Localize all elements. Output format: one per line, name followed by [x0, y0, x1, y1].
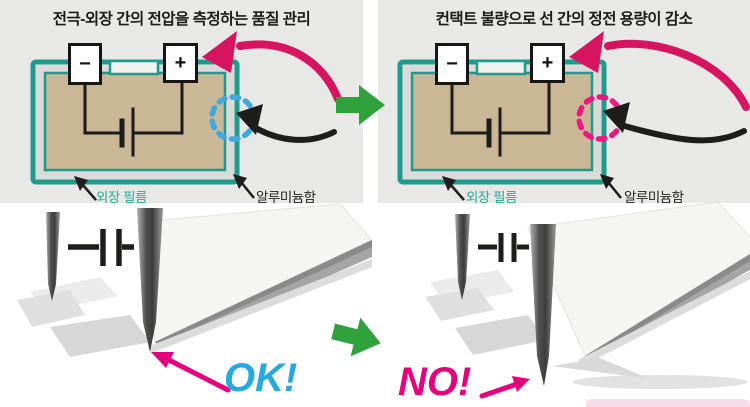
ok-pointer-arrow	[151, 352, 231, 393]
minus-symbol: −	[446, 52, 458, 75]
no-pointer-arrow	[479, 376, 530, 399]
transition-arrow-top-icon	[336, 85, 385, 125]
voltage-arrow-crimson	[569, 31, 750, 111]
pouch-seal-edge-dark	[155, 240, 372, 345]
aluminum-case-label: 알루미늄함	[256, 190, 316, 205]
film-sheet	[425, 288, 494, 321]
pouch-seal-edge-dark	[585, 254, 750, 359]
internal-circuit	[83, 81, 184, 157]
film-sheet	[455, 315, 546, 355]
exterior-film-label: 외장 필름	[96, 190, 147, 205]
pouch-photo-left	[17, 203, 373, 393]
film-sheet	[50, 315, 150, 357]
aluminum-case	[410, 71, 594, 172]
corner-pink-tab	[586, 399, 750, 407]
pouch-photo-right	[425, 201, 750, 399]
capacitor-symbol	[68, 229, 134, 266]
electrode-tab-plus: +	[163, 43, 198, 83]
no-label: NO!	[398, 360, 472, 404]
aluminum-case	[43, 71, 227, 172]
pouch-shadow	[572, 375, 748, 389]
battery-diagram-right	[397, 31, 750, 201]
lifted-corner-gap	[552, 358, 650, 379]
ok-label: OK!	[224, 356, 298, 400]
voltage-arrow-crimson	[202, 31, 342, 103]
film-label-pointer-arrow	[74, 176, 97, 201]
film-sheet	[17, 290, 85, 327]
capacitor-symbol	[478, 233, 529, 262]
transition-arrow-bottom-icon	[331, 317, 381, 357]
seal-slot	[475, 59, 527, 76]
plus-symbol: +	[541, 51, 554, 74]
film-label-pointer-arrow	[442, 176, 465, 201]
seal-slot	[108, 59, 160, 76]
pouch-bottom-sheet	[147, 259, 372, 353]
wire-arrow-black	[603, 102, 747, 144]
aluminum-case-label: 알루미늄함	[624, 190, 684, 205]
panel-title-left: 전극-외장 간의 전압을 측정하는 품질 관리	[52, 11, 311, 28]
internal-circuit	[450, 81, 551, 157]
case-label-pointer-arrow	[233, 174, 255, 199]
probe-needle-left	[455, 214, 470, 300]
probe-needle-right	[137, 208, 163, 352]
electrode-tab-minus: −	[435, 43, 469, 85]
case-label-pointer-arrow	[600, 174, 622, 199]
electrode-tab-plus: +	[530, 43, 565, 83]
pouch-bottom-sheet	[578, 271, 750, 366]
plus-symbol: +	[174, 51, 187, 74]
minus-symbol: −	[79, 52, 91, 75]
electrode-tab-minus: −	[68, 43, 102, 85]
exterior-film-label: 외장 필름	[466, 190, 517, 205]
probe-needle-left	[46, 212, 60, 301]
pouch-cell-body	[527, 201, 750, 357]
probe-needle-right	[530, 224, 556, 386]
wire-arrow-black	[236, 104, 337, 143]
panel-title-right: 컨택트 불량으로 선 간의 정전 용량이 감소	[435, 11, 693, 28]
